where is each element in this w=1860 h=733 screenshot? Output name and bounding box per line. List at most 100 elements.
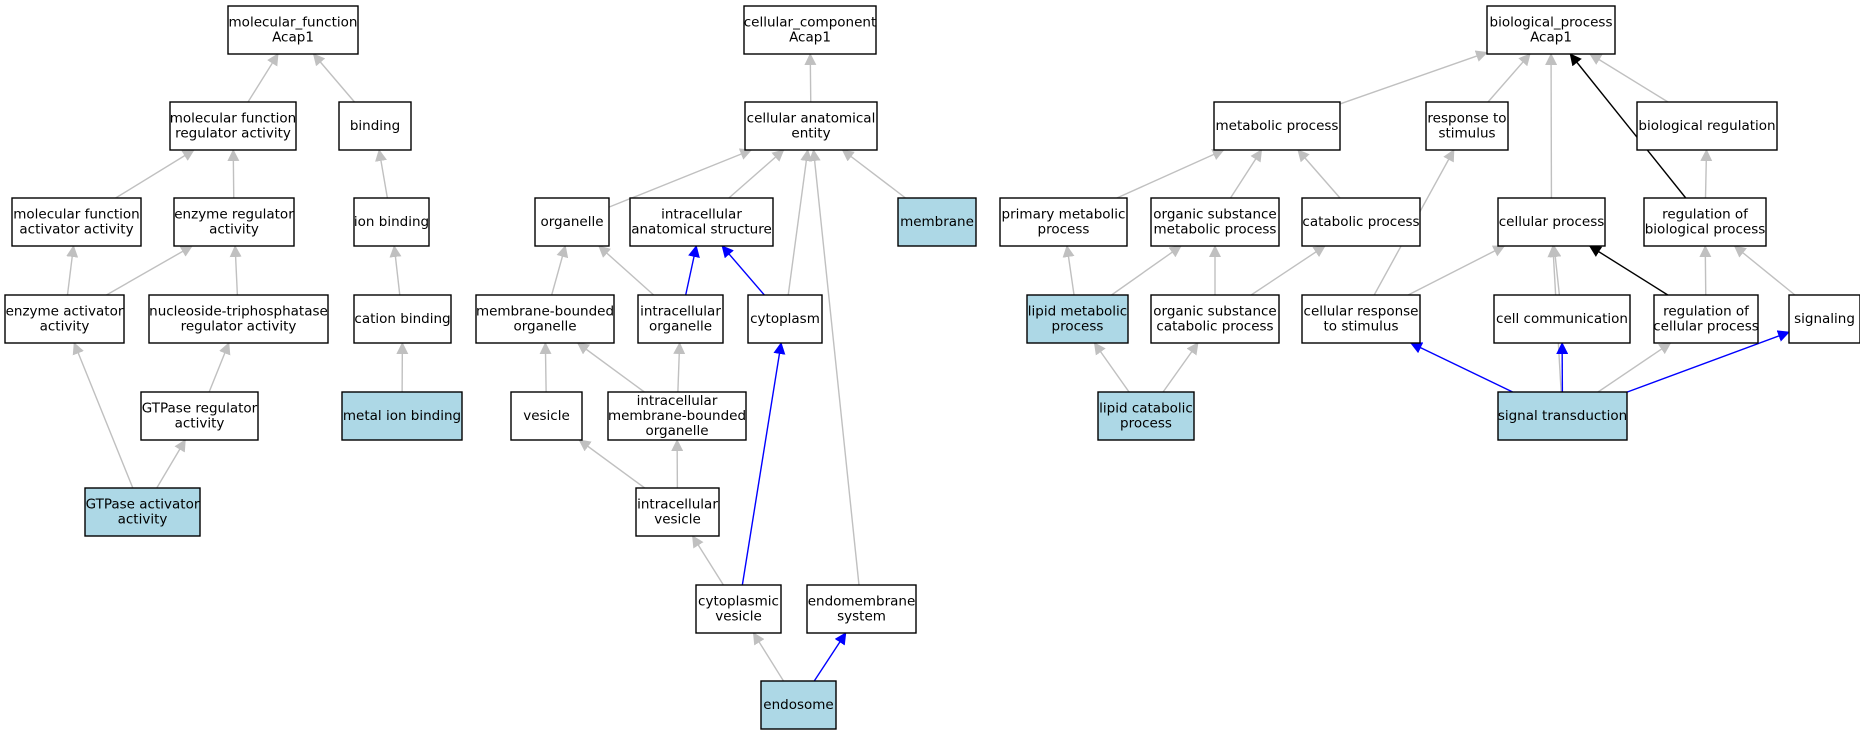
edge-lipid_metab-to-osm (1111, 245, 1182, 296)
node-label-line: membrane-bounded (476, 304, 614, 320)
node-label-line: cellular_component (744, 15, 876, 31)
node-label-line: cellular process (1653, 319, 1759, 335)
edge-osm-to-metab (1229, 149, 1263, 199)
edge-imbo-to-io (673, 342, 686, 393)
edge-gtp_reg-to-ntp_reg (208, 342, 231, 393)
node-label-line: signal transduction (1498, 408, 1627, 424)
edge-ias-to-cae (728, 149, 785, 199)
node-label-line: response to (1427, 111, 1506, 127)
edge-mf_act-to-mf_reg (115, 149, 195, 199)
node-box (1493, 294, 1631, 344)
node-box (1653, 294, 1759, 344)
edge-membrane-to-cae (841, 149, 906, 199)
edge-prim_metab-to-metab (1116, 149, 1225, 199)
node-box (1301, 197, 1421, 247)
node-cytoplasm: cytoplasm (747, 294, 823, 344)
node-box (695, 584, 782, 634)
node-box (227, 5, 359, 55)
node-label-line: catabolic process (1302, 214, 1419, 230)
edge-mf_reg-to-mf_root (247, 53, 279, 103)
edge-enz_act-to-mf_act (66, 245, 79, 296)
node-box (338, 101, 412, 151)
node-label-line: GTPase regulator (142, 401, 258, 417)
node-box (475, 294, 615, 344)
edge-lipid_metab-to-prim_metab (1062, 245, 1075, 296)
node-box (169, 101, 297, 151)
node-catab: catabolic process (1301, 197, 1421, 247)
edge-io-to-organelle (598, 245, 655, 296)
node-binding: binding (338, 101, 412, 151)
node-box (806, 584, 917, 634)
node-box (635, 487, 720, 537)
node-label-line: organic substance (1153, 304, 1276, 320)
node-label-line: intracellular (661, 207, 742, 223)
node-label-line: organelle (513, 319, 576, 335)
node-box (4, 294, 125, 344)
node-box (1150, 294, 1280, 344)
node-label-line: GTPase activator (86, 497, 200, 513)
edge-mbo-to-organelle (551, 245, 569, 296)
node-label-line: organic substance (1153, 207, 1276, 223)
edge-enz_reg-to-mf_reg (227, 149, 240, 199)
edge-cv-to-cytoplasm (741, 342, 786, 586)
node-label-line: vesicle (654, 512, 701, 528)
node-label-line: enzyme activator (6, 304, 124, 320)
node-label-line: Acap1 (1530, 30, 1572, 46)
edge-cv-to-iv (692, 535, 724, 586)
edge-sig_trans-to-cell_resp (1409, 342, 1513, 393)
edge-catab-to-metab (1297, 149, 1341, 199)
edge-cytoplasm-to-cae (787, 149, 813, 296)
node-label-line: biological process (1645, 222, 1766, 238)
node-label-line: anatomical structure (631, 222, 772, 238)
edge-sig_trans-to-reg_cell (1597, 342, 1672, 393)
node-label-line: activity (209, 222, 259, 238)
edge-resp_stim-to-bp_root (1487, 53, 1531, 103)
edge-metab-to-bp_root (1339, 50, 1488, 105)
node-box (999, 197, 1128, 247)
node-label-line: organelle (649, 319, 712, 335)
node-label-line: system (837, 609, 886, 625)
node-label-line: cytoplasm (750, 311, 820, 327)
node-box (1026, 294, 1129, 344)
node-label-line: activator activity (19, 222, 133, 238)
node-label-line: molecular function (170, 111, 296, 127)
edge-sig_trans-to-signaling (1626, 330, 1790, 393)
edge-reg_bio-to-bp_root (1569, 53, 1687, 199)
node-label-line: stimulus (1438, 126, 1495, 142)
node-box (744, 101, 878, 151)
edge-cytoplasm-to-ias (721, 245, 765, 296)
edge-gtp_act-to-enz_act (72, 342, 134, 489)
node-box (1636, 101, 1778, 151)
node-label-line: cellular anatomical (747, 111, 876, 127)
node-box (743, 5, 877, 55)
node-label-line: ion binding (354, 214, 429, 230)
node-cat-bind: cation binding (353, 294, 452, 344)
node-label-line: organelle (540, 214, 603, 230)
node-label-line: regulation of (1662, 207, 1749, 223)
edge-cell_resp-to-cell_proc (1407, 245, 1506, 296)
node-label-line: metabolic process (1154, 222, 1277, 238)
node-box (760, 680, 837, 730)
node-label-line: organelle (645, 423, 708, 439)
edge-osc-to-catab (1250, 245, 1326, 296)
node-box (534, 197, 610, 247)
edge-endosome-to-cv (752, 632, 785, 682)
node-box (1425, 101, 1509, 151)
node-metab: metabolic process (1213, 101, 1341, 151)
node-label-line: intracellular (637, 393, 718, 409)
edge-endomem-to-cae (808, 149, 860, 586)
node-label-line: process (1052, 319, 1104, 335)
node-label-line: cellular response (1304, 304, 1419, 320)
